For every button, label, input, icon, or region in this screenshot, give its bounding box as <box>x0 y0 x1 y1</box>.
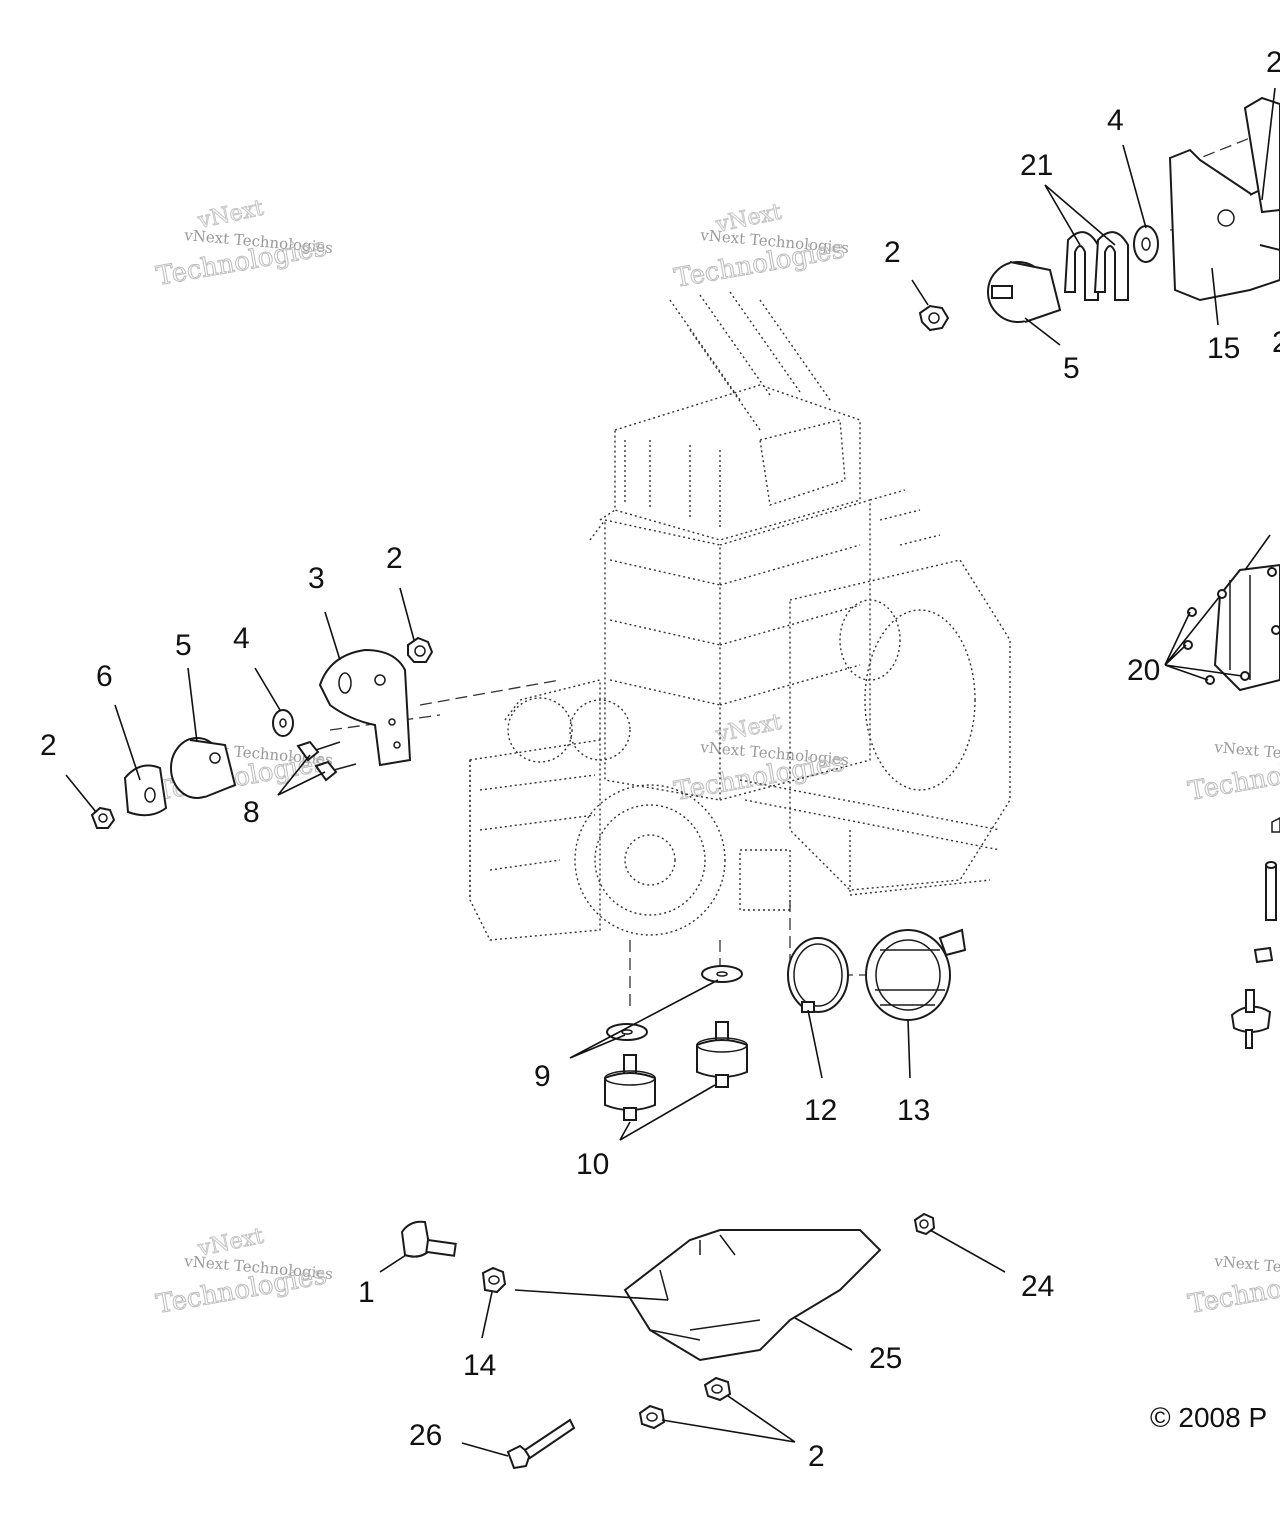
bolts-8 <box>296 740 357 782</box>
callout-10: 10 <box>576 1148 609 1181</box>
callout-12: 12 <box>804 1094 837 1127</box>
washer-4-left <box>272 709 294 737</box>
callout-14: 14 <box>463 1349 496 1382</box>
bushing-partial <box>1253 946 1274 964</box>
rubber-mount-5-left <box>170 737 237 799</box>
callout-4-left: 4 <box>233 622 250 655</box>
callout-8: 8 <box>243 796 260 829</box>
mount-partial <box>1230 989 1272 1049</box>
copyright-notice: © 2008 P <box>1150 1402 1268 1433</box>
callout-24: 24 <box>1021 1270 1054 1303</box>
callout-2-bottom: 2 <box>808 1440 825 1473</box>
rubber-mount-10-a <box>604 1054 656 1121</box>
rubber-mount-10-b <box>696 1021 748 1088</box>
callout-labels: 2 4 21 2 5 15 2 2 3 5 4 6 2 8 20 9 10 12… <box>40 46 1280 1473</box>
watermark-top-left: vNext vNext Technologies Technologies <box>154 195 334 292</box>
callout-15: 15 <box>1207 332 1240 365</box>
callout-26: 26 <box>409 1419 442 1452</box>
callout-2-top: 2 <box>1266 46 1280 79</box>
callout-25: 25 <box>869 1342 902 1375</box>
callout-21: 21 <box>1020 149 1053 182</box>
callout-2-upper: 2 <box>884 236 901 269</box>
boot-13 <box>865 928 967 1021</box>
nut-2-bottom-b <box>703 1376 732 1402</box>
callout-2-mount-left: 2 <box>386 542 403 575</box>
nut-14 <box>481 1266 507 1294</box>
washer-4-top <box>1133 225 1159 263</box>
callout-1: 1 <box>358 1276 375 1309</box>
pin-partial <box>1265 861 1277 921</box>
callout-6: 6 <box>96 660 113 693</box>
bolt-26 <box>506 1418 576 1470</box>
rubber-mount-5-top <box>987 261 1062 323</box>
callout-13: 13 <box>897 1094 930 1127</box>
shims-21 <box>1063 231 1129 301</box>
bolt-1 <box>400 1220 457 1258</box>
top-right-mount <box>918 148 1280 332</box>
nut-2-upper <box>918 304 950 332</box>
callout-2-right-partial: 2 <box>1272 326 1280 359</box>
cover-assembly-20 <box>1183 563 1280 692</box>
callout-3: 3 <box>308 562 325 595</box>
left-mount <box>90 636 434 829</box>
leader-lines <box>65 87 1276 1457</box>
nut-24 <box>913 1212 936 1236</box>
bottom-group <box>400 1212 936 1470</box>
heat-shield-6 <box>123 764 168 817</box>
callout-9: 9 <box>534 1060 551 1093</box>
callout-4-top: 4 <box>1107 104 1124 137</box>
small-part-partial <box>1271 817 1280 833</box>
watermark-bottom-left: vNext vNext Technologies Technologies <box>154 1223 334 1320</box>
callout-5-top: 5 <box>1063 352 1080 385</box>
center-lower-mounts <box>604 928 967 1121</box>
callout-5-left: 5 <box>175 629 192 662</box>
callout-2-far-left: 2 <box>40 729 57 762</box>
engine-assembly <box>469 291 1011 941</box>
clamp-12 <box>787 937 849 1013</box>
bracket-25 <box>623 1229 882 1362</box>
bracket-3 <box>318 648 412 767</box>
watermark-mid-center: vNext vNext Technologies Technologies <box>672 709 850 807</box>
washer-9-b <box>701 965 743 983</box>
callout-20: 20 <box>1127 654 1160 687</box>
washer-9-a <box>606 1023 648 1041</box>
watermark-top-center: vNext vNext Technologies Technologies <box>672 199 850 294</box>
right-edge-parts <box>1183 96 1280 1049</box>
watermark-right-edge: vNext Technologies vNext Technologies Te… <box>1186 226 1280 1320</box>
nut-2-far-left <box>90 806 116 829</box>
nut-2-bottom-a <box>638 1404 666 1430</box>
nut-2-mount-left <box>407 636 434 663</box>
